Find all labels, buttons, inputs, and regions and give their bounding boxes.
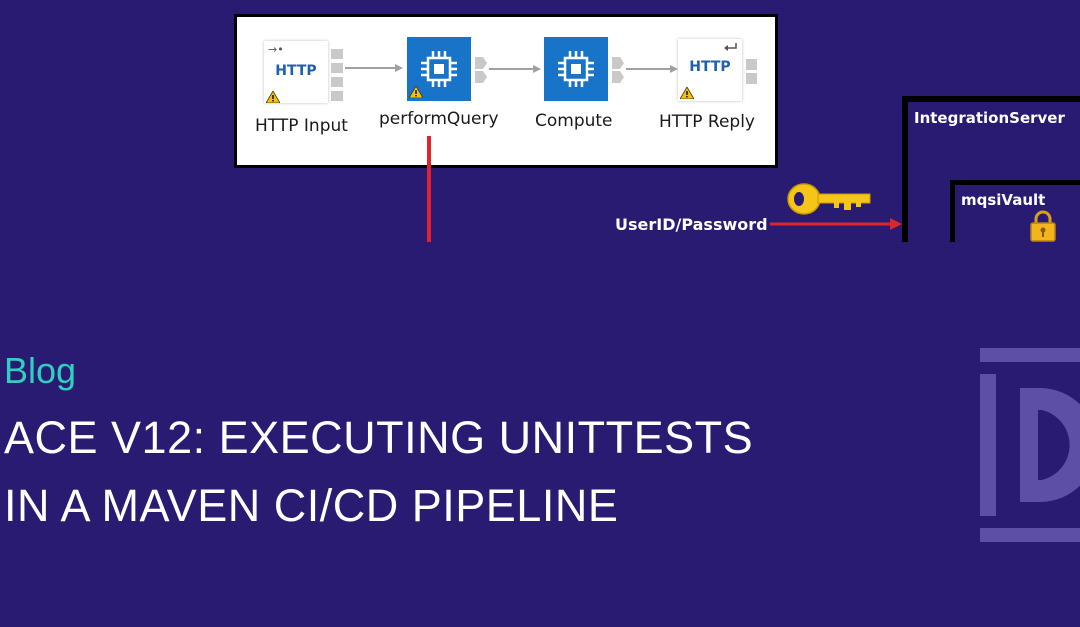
page-title-line-2: IN A MAVEN CI/CD PIPELINE: [4, 480, 619, 531]
compute-node[interactable]: [544, 37, 608, 101]
chip-icon: [421, 51, 457, 87]
compute-label: Compute: [535, 111, 613, 131]
query-connection-line: [427, 136, 431, 242]
http-reply-icon-text: HTTP: [689, 59, 731, 75]
category-label[interactable]: Blog: [4, 350, 77, 391]
vault-box: mqsiVault: [950, 180, 1080, 242]
http-reply-icon: [724, 43, 737, 51]
key-icon: [787, 183, 871, 215]
connector-compute-to-reply: [612, 57, 678, 83]
performquery-label: performQuery: [379, 109, 499, 129]
warning-icon: [266, 91, 280, 103]
credentials-arrow: [770, 218, 902, 230]
vault-label: mqsiVault: [961, 191, 1046, 209]
credentials-label: UserID/Password: [615, 215, 768, 234]
connector-input-to-performquery: [331, 49, 403, 101]
message-flow-diagram: →• HTTP: [234, 14, 778, 168]
warning-icon: [409, 86, 423, 98]
http-input-icon-text: HTTP: [275, 63, 317, 79]
connector-performquery-to-compute: [475, 57, 541, 83]
http-reply-node[interactable]: HTTP: [678, 39, 742, 101]
brand-logo: [980, 348, 1080, 542]
integration-server-label: IntegrationServer: [914, 109, 1065, 127]
integration-server-box: IntegrationServer: [902, 96, 1080, 242]
http-input-node[interactable]: →• HTTP: [264, 41, 328, 103]
http-input-icon: →•: [268, 43, 284, 56]
warning-icon: [680, 87, 694, 99]
http-reply-label: HTTP Reply: [659, 112, 755, 132]
http-input-label: HTTP Input: [255, 116, 348, 136]
padlock-icon: [1030, 210, 1056, 242]
chip-icon: [558, 51, 594, 87]
page-title-line-1: ACE V12: EXECUTING UNITTESTS: [4, 412, 754, 463]
reply-terminals: [746, 59, 757, 84]
performquery-node[interactable]: [407, 37, 471, 101]
svg-text:→•: →•: [268, 43, 284, 56]
